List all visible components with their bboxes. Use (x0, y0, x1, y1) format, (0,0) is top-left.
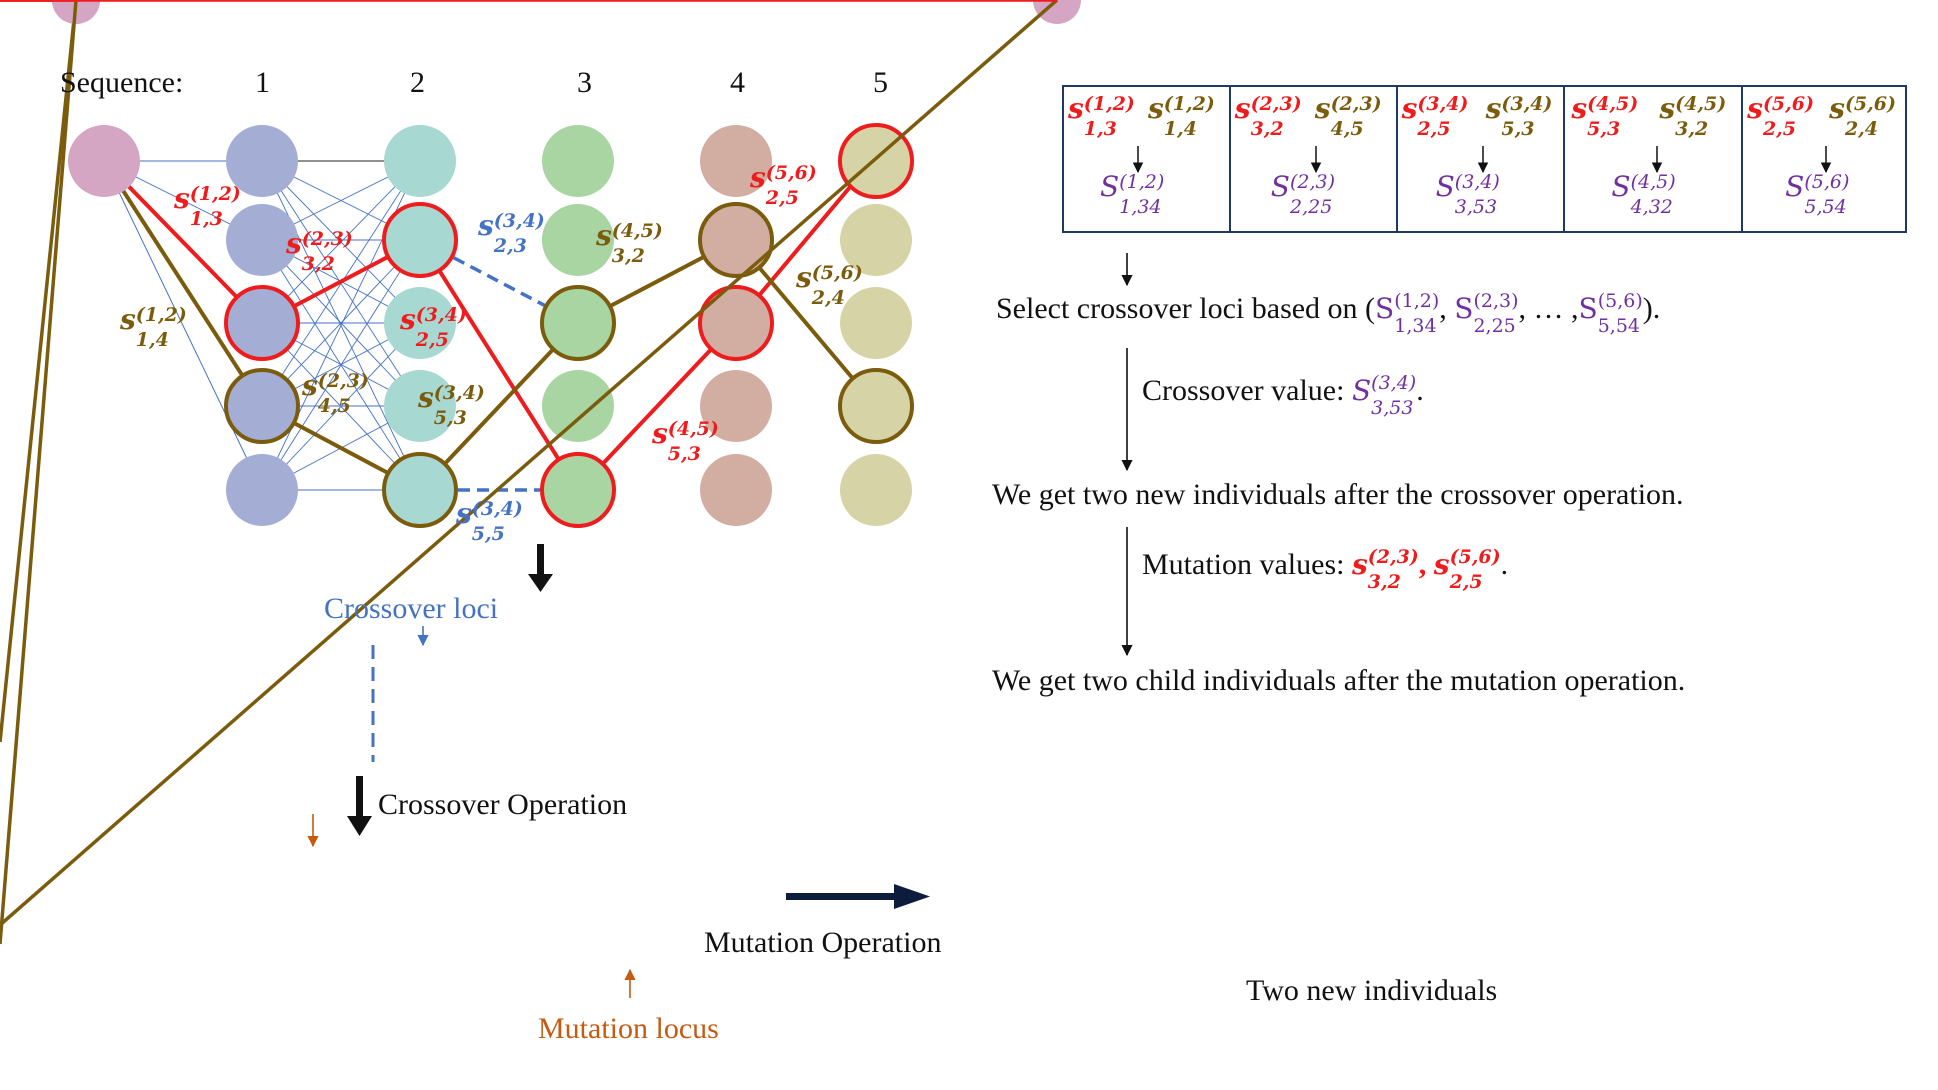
label-s-2-3-blue: s(3,4)2,3 (478, 209, 545, 257)
table-cell-2: s(2,3)3,2 s(2,3)4,5 S(2,3)2,25 (1231, 87, 1398, 231)
node-4-3 (698, 285, 774, 361)
mesh-edge (261, 239, 421, 407)
column-number-2: 2 (410, 66, 425, 99)
label-s-5-5-blue: s(3,4)5,5 (456, 497, 523, 545)
node-4-4 (700, 370, 772, 442)
cell-5-purple: S(5,6)5,54 (1785, 170, 1850, 218)
individual-chains (0, 0, 1081, 945)
sequence-label: Sequence: (60, 66, 184, 99)
node-2-1 (384, 125, 456, 197)
column-number-1: 1 (255, 66, 270, 99)
node-4-2 (698, 202, 774, 278)
label-s-5-3-red: s(4,5)5,3 (652, 417, 719, 465)
chain-start-node (1033, 0, 1081, 24)
cell-2-red: s(2,3)3,2 (1234, 92, 1302, 140)
label-s-1-4: s(1,2)1,4 (120, 303, 187, 351)
cell-4-red: s(4,5)5,3 (1571, 92, 1639, 140)
table-arrows (1132, 146, 1832, 174)
node-4-1 (700, 125, 772, 197)
down-arrow-2 (347, 776, 372, 836)
cell-1-purple: S(1,2)1,34 (1100, 170, 1165, 218)
label-s-1-3: s(1,2)1,3 (174, 182, 241, 230)
start-node (68, 125, 140, 197)
chain-edge (0, 0, 78, 743)
column-number-3: 3 (577, 66, 592, 99)
node-3-5 (540, 452, 616, 528)
mutation-values-text: Mutation values: s(2,3)3,2, s(5,6)2,5. (1142, 546, 1509, 593)
node-2-3 (384, 287, 456, 359)
node-2-2 (382, 202, 458, 278)
node-2-5 (382, 452, 458, 528)
node-5-4 (838, 368, 914, 444)
node-3-1 (542, 125, 614, 197)
after-mutation-text: We get two child individuals after the m… (992, 664, 1686, 697)
cell-4-purple: S(4,5)4,32 (1611, 170, 1676, 218)
right-arrow-mutation (786, 884, 930, 909)
table-cell-5: s(5,6)2,5 s(5,6)2,4 S(5,6)5,54 (1743, 87, 1905, 231)
crossover-operation-label: Crossover Operation (378, 788, 628, 821)
node-4-5 (700, 454, 772, 526)
crossover-value-text: Crossover value: S(3,4)3,53. (1142, 372, 1424, 419)
cell-2-purple: S(2,3)2,25 (1270, 170, 1336, 218)
node-2-4 (384, 370, 456, 442)
cell-3-olive: s(3,4)5,3 (1485, 92, 1553, 140)
chain-edge (0, 0, 78, 945)
crossover-loci-label: Crossover loci (324, 592, 499, 625)
node-1-5 (226, 454, 298, 526)
select-crossover-loci-text: Select crossover loci based on (S(1,2)1,… (996, 290, 1661, 337)
cell-5-olive: s(5,6)2,4 (1829, 92, 1896, 140)
mutation-locus-label: Mutation locus (538, 1012, 719, 1045)
mesh-edge (261, 239, 421, 491)
chain-edge (0, 0, 1059, 927)
column-number-4: 4 (730, 66, 745, 99)
mutation-operation-label: Mutation Operation (704, 926, 942, 959)
node-3-2 (542, 204, 614, 276)
cell-5-red: s(5,6)2,5 (1747, 92, 1814, 140)
label-s-2-5-red: s(3,4)2,5 (400, 303, 467, 351)
two-new-individuals-label: Two new individuals (1246, 974, 1498, 1007)
node-grid (68, 123, 914, 528)
label-s-2-5-red-b: s(5,6)2,5 (750, 161, 817, 209)
cell-4-olive: s(4,5)3,2 (1659, 92, 1727, 140)
label-s-2-4-olive: s(5,6)2,4 (796, 261, 863, 309)
cell-1-red: s(1,2)1,3 (1068, 92, 1135, 140)
table-cell-3: s(3,4)2,5 s(3,4)5,3 S(3,4)3,53 (1398, 87, 1566, 231)
mesh-edge (261, 322, 421, 491)
table-cell-1: s(1,2)1,3 s(1,2)1,4 S(1,2)1,34 (1064, 87, 1231, 231)
cell-3-purple: S(3,4)3,53 (1435, 170, 1500, 218)
cell-2-olive: s(2,3)4,5 (1314, 92, 1382, 140)
column-number-5: 5 (873, 66, 888, 99)
node-1-4 (224, 368, 300, 444)
node-1-2 (226, 204, 298, 276)
label-s-3-2: s(2,3)3,2 (286, 227, 353, 275)
cell-1-olive: s(1,2)1,4 (1148, 92, 1215, 140)
label-s-4-5: s(2,3)4,5 (302, 369, 369, 417)
table-cell-4: s(4,5)5,3 s(4,5)3,2 S(4,5)4,32 (1565, 87, 1744, 231)
node-3-3 (540, 285, 616, 361)
label-s-3-2-olive: s(4,5)3,2 (596, 219, 663, 267)
down-arrow-1 (528, 544, 553, 592)
after-crossover-text: We get two new individuals after the cro… (992, 478, 1684, 511)
node-1-1 (226, 125, 298, 197)
cell-3-red: s(3,4)2,5 (1401, 92, 1469, 140)
node-5-2 (840, 204, 912, 276)
node-5-5 (840, 454, 912, 526)
node-5-3 (840, 287, 912, 359)
node-3-4 (542, 370, 614, 442)
crossover-table: s(1,2)1,3 s(1,2)1,4 S(1,2)1,34 s(2,3)3,2… (1062, 85, 1907, 233)
label-s-5-3-olive: s(3,4)5,3 (418, 381, 485, 429)
node-1-3 (224, 285, 300, 361)
